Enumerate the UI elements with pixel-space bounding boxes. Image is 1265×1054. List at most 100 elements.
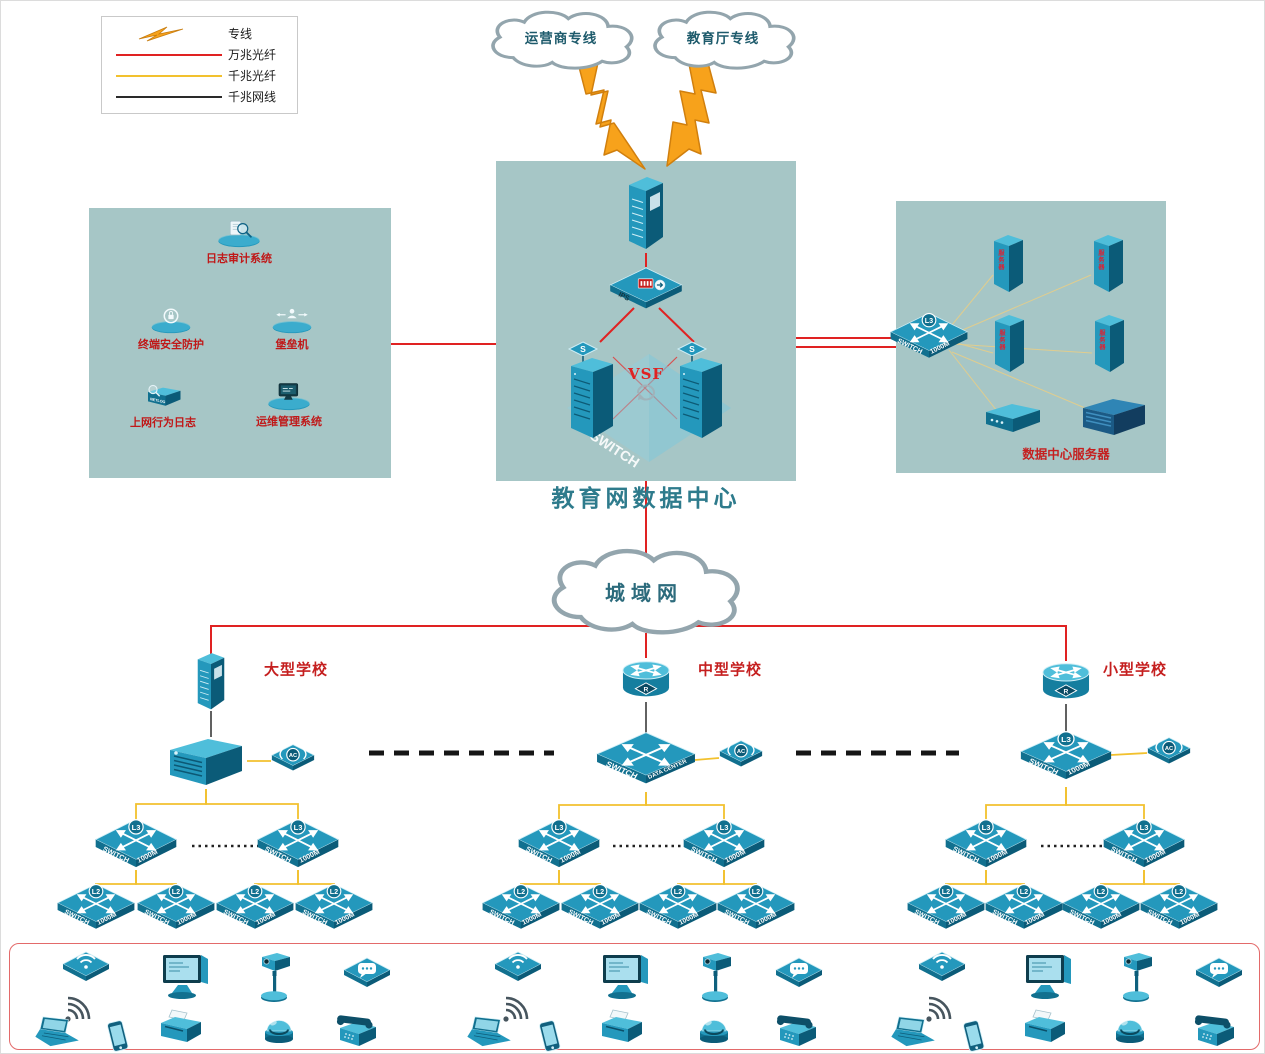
g3-printer bbox=[1019, 1007, 1071, 1045]
storage-icon bbox=[986, 404, 1040, 432]
blade-server-icon bbox=[1083, 399, 1145, 435]
g3-wifi-signal bbox=[919, 983, 965, 1025]
firewall-tower-icon bbox=[629, 177, 663, 249]
telephone-icon bbox=[336, 1015, 376, 1046]
g1-laptop bbox=[33, 1015, 83, 1049]
core-ips: IPS bbox=[607, 264, 685, 320]
s-flag-text: S bbox=[689, 344, 695, 354]
wlan-ap-icon bbox=[62, 951, 110, 981]
ls-ac-controller: AC bbox=[269, 742, 317, 778]
loop-arrow-icon bbox=[636, 384, 655, 401]
security-item-label: 运维管理系统 bbox=[256, 416, 322, 428]
wifi-signal-icon bbox=[503, 996, 529, 1022]
ac-controller-icon: AC bbox=[719, 740, 763, 767]
edge-yellow bbox=[694, 757, 720, 761]
g1-wlan-ap bbox=[60, 949, 112, 989]
switch-layer-badge: L3 bbox=[720, 823, 729, 832]
ptz-camera-icon bbox=[702, 953, 731, 1002]
legend-swatch bbox=[110, 74, 228, 77]
g3-dome-camera bbox=[1109, 1010, 1151, 1048]
dc-server-3: 服务器 bbox=[990, 310, 1028, 374]
switch-layer-badge: L2 bbox=[1020, 888, 1028, 896]
desktop-monitor-icon bbox=[603, 955, 648, 999]
caption-text: 中型学校 bbox=[697, 660, 763, 679]
g2-wifi-signal bbox=[496, 983, 542, 1025]
legend-swatch bbox=[110, 53, 228, 56]
im-terminal-icon bbox=[1195, 957, 1243, 987]
cloud-icon bbox=[653, 10, 796, 70]
ac-badge: AC bbox=[289, 753, 297, 759]
switch-layer-badge: L2 bbox=[942, 888, 950, 896]
yellow-line-icon bbox=[116, 74, 222, 77]
panel-security-systems bbox=[89, 208, 391, 478]
cloud-icon bbox=[551, 548, 740, 635]
vsf-text: VSF bbox=[627, 365, 665, 383]
server-label: 服务器 bbox=[998, 329, 1006, 351]
telephone-icon bbox=[776, 1015, 816, 1046]
switch-layer-badge: L2 bbox=[1175, 888, 1183, 896]
smartphone-icon bbox=[539, 1020, 561, 1052]
ls-gateway bbox=[192, 650, 230, 714]
black-line-icon bbox=[116, 95, 222, 98]
caption-text: 小型学校 bbox=[1102, 660, 1168, 679]
legend-item-10g-fiber: 万兆光纤 bbox=[110, 44, 289, 65]
cloud-carrier-line: 运营商专线 bbox=[480, 6, 642, 72]
g3-laptop bbox=[889, 1015, 939, 1049]
dome-camera-icon bbox=[700, 1020, 728, 1043]
g2-dome-camera bbox=[693, 1010, 735, 1048]
school-server-icon bbox=[170, 739, 242, 785]
cloud-label: 城域网 bbox=[605, 580, 683, 605]
edge-yellow bbox=[1110, 752, 1148, 756]
icon-ops-mgmt: 运维管理系统 bbox=[256, 381, 322, 429]
edge-ypale bbox=[952, 341, 994, 354]
dc-blade-server bbox=[1075, 395, 1151, 437]
g1-ip-phone bbox=[332, 1013, 382, 1049]
g2-wlan-ap bbox=[492, 949, 544, 989]
ptz-camera-icon bbox=[261, 953, 290, 1002]
edge-ypale bbox=[950, 274, 1092, 336]
legend: 专线 万兆光纤 千兆光纤 千兆网线 bbox=[101, 16, 298, 114]
dc-storage-array bbox=[980, 401, 1046, 435]
edge-ypale bbox=[946, 274, 994, 332]
edge-yellow bbox=[205, 789, 299, 824]
netlog-icon: NETLOG bbox=[148, 384, 181, 406]
g1-dome-camera bbox=[258, 1010, 300, 1048]
g3-smartphone bbox=[958, 1019, 990, 1053]
netlog-text: NETLOG bbox=[150, 397, 166, 404]
edge-yellow bbox=[645, 792, 725, 824]
legend-label: 万兆光纤 bbox=[228, 48, 277, 62]
server-label: 服务器 bbox=[1098, 329, 1106, 351]
ac-badge: AC bbox=[737, 749, 745, 755]
core-switch-icon: S bbox=[567, 341, 613, 438]
ms-ac-controller: AC bbox=[717, 738, 765, 774]
edge-ypale bbox=[951, 351, 1098, 414]
ac-controller-icon: AC bbox=[271, 744, 315, 771]
g2-ptz-camera bbox=[693, 950, 735, 1004]
legend-swatch bbox=[110, 95, 228, 98]
audit-icon bbox=[218, 220, 260, 248]
g2-smartphone bbox=[534, 1019, 566, 1053]
router-badge: R bbox=[644, 687, 649, 694]
laptop-icon bbox=[467, 1016, 511, 1047]
wlan-ap-icon bbox=[494, 951, 542, 981]
bastion-icon bbox=[272, 308, 312, 334]
server-label: 服务器 bbox=[1097, 249, 1105, 271]
laptop-icon bbox=[35, 1016, 79, 1047]
server-icon: 服务器 bbox=[1095, 315, 1124, 372]
